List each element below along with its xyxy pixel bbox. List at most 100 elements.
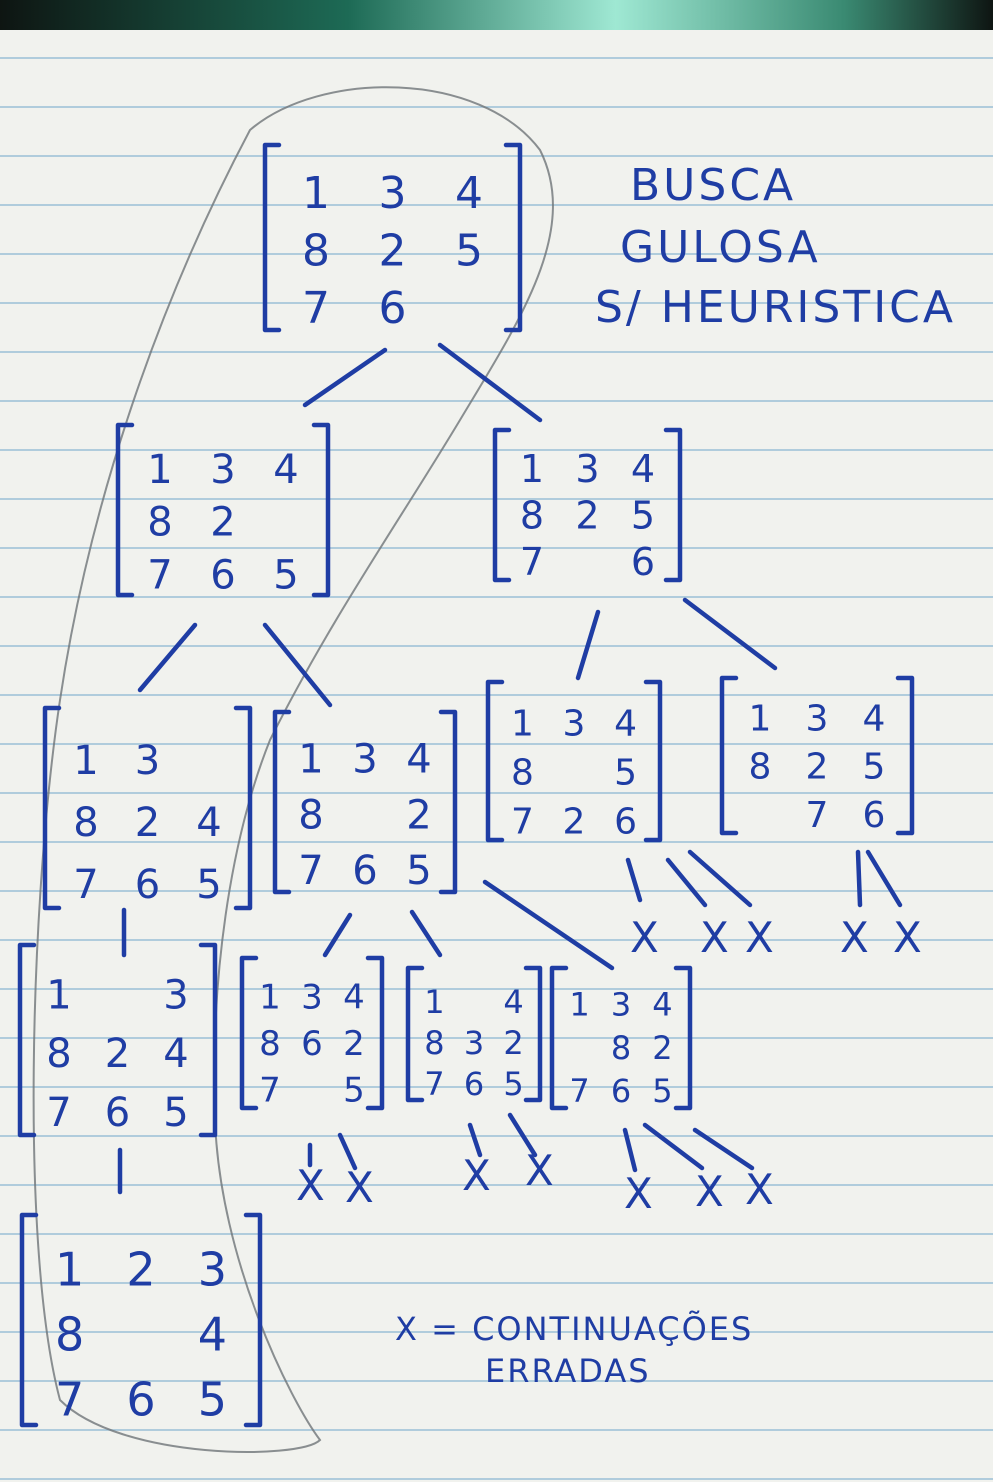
matrix-cell: 7 [520,540,544,584]
matrix-cell: 6 [611,1072,631,1110]
matrix-cell: 8 [302,226,330,277]
matrix-cell: 7 [511,801,534,842]
edge-n1-n1b [262,622,333,708]
matrix-cell: 4 [631,447,655,491]
matrix-cell: 5 [406,848,431,894]
matrix-cell: 1 [147,447,172,493]
right-bracket [243,1212,263,1428]
edge-n1-n1a [137,622,198,693]
matrix-cell: 6 [210,552,235,598]
matrix-cell: 6 [464,1065,484,1103]
left-bracket [239,955,259,1111]
matrix-cell: 6 [631,540,655,584]
matrix-cell: 2 [126,1243,155,1297]
matrix-cell: 4 [503,983,523,1021]
matrix-cell: 1 [749,699,772,740]
matrix-cell: 4 [273,447,298,493]
matrix-cell: 1 [73,738,98,784]
title-line-2: GULOSA [620,222,821,273]
matrix-cell: 3 [464,1024,484,1062]
legend-line-1: X = CONTINUAÇÕES [395,1310,753,1348]
fail-edge [467,1122,483,1158]
matrix-cell: 7 [46,1090,71,1136]
matrix-cell: 7 [259,1071,281,1111]
left-bracket [17,942,37,1138]
fail-edge [865,849,903,908]
matrix-cell: 2 [210,500,235,546]
matrix-cell: 8 [298,792,323,838]
matrix-cell: 6 [126,1373,155,1427]
matrix-cell: 6 [379,283,407,334]
fail-mark: X [630,913,659,962]
matrix-cell: 3 [198,1243,227,1297]
matrix-cell: 1 [569,985,589,1023]
matrix-cell: 8 [520,493,544,537]
matrix-cell: 4 [406,737,431,783]
matrix-cell: 5 [198,1373,227,1427]
edge-n1b-n1b3 [482,879,615,971]
matrix-cell: 1 [46,972,71,1018]
matrix-cell: 3 [806,699,829,740]
matrix-cell: 7 [55,1373,84,1427]
matrix-cell: 1 [511,704,534,745]
matrix-cell: 7 [73,862,98,908]
fail-edge [625,857,643,903]
left-bracket [42,705,62,911]
left-bracket [272,709,292,895]
fail-mark: X [745,913,774,962]
right-bracket [673,965,693,1111]
matrix-cell: 1 [298,737,323,783]
left-bracket [115,422,135,598]
matrix-cell: 1 [259,978,281,1018]
edge-root-n2 [437,342,543,423]
left-bracket [262,142,282,333]
right-bracket [643,679,663,843]
matrix-cell: 4 [163,1031,188,1077]
matrix-cell: 3 [352,737,377,783]
pencil-path-curve [32,86,554,1453]
matrix-cell: 6 [863,795,886,836]
fail-edge [687,849,753,908]
right-bracket [503,142,523,333]
matrix-cell: 7 [147,552,172,598]
matrix-cell: 6 [614,801,637,842]
failure-marks: X X X X X X X X X X X X [296,913,922,1218]
matrix-cell: 8 [147,500,172,546]
matrix-cell: 6 [135,862,160,908]
matrix-cell: 3 [301,978,323,1018]
title-line-1: BUSCA [630,160,796,211]
matrix-cell: 8 [749,747,772,788]
matrix-cell: 3 [163,972,188,1018]
matrix-cell: 5 [631,493,655,537]
matrix-cell: 4 [196,800,221,846]
matrix-cell: 6 [301,1024,323,1064]
fail-edge [622,1127,638,1173]
edge-n2-n2a [575,609,601,681]
matrix-cell: 6 [352,848,377,894]
fail-mark: X [840,913,869,962]
fail-edge [642,1122,705,1171]
top-edge-background [0,0,993,30]
matrix-cell: 5 [196,862,221,908]
left-bracket [405,965,425,1103]
matrix-cell: 7 [424,1065,444,1103]
matrix-cell: 7 [569,1072,589,1110]
right-bracket [311,422,331,598]
right-bracket [663,427,683,583]
matrix-cell: 5 [343,1071,365,1111]
matrix-cell: 2 [135,800,160,846]
left-bracket [485,679,505,843]
matrix-cell: 8 [259,1024,281,1064]
fail-mark: X [745,1165,774,1214]
matrix-cell: 5 [273,552,298,598]
matrix-cell: 4 [652,985,672,1023]
fail-edge [507,1112,538,1158]
